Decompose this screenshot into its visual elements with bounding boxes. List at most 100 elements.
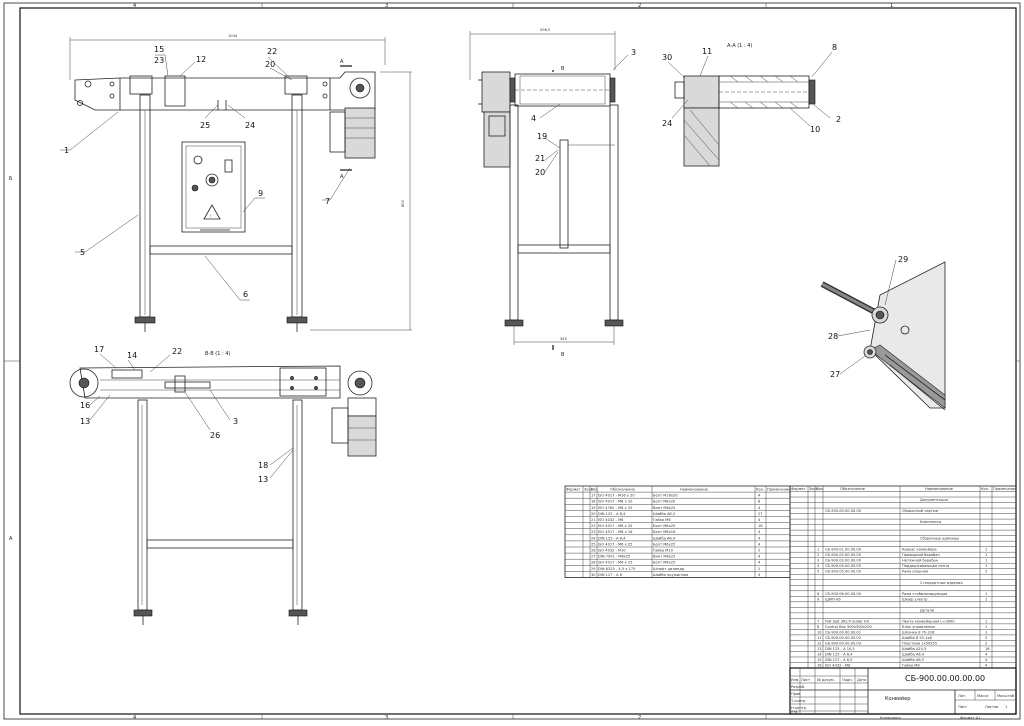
spec-designation: СБ-900.03.00.00.00 bbox=[825, 559, 862, 563]
zone-3-top: 3 bbox=[385, 3, 388, 9]
spec-section-title: Сборочные единицы bbox=[920, 537, 959, 541]
parts-designation: ISO 4017 - М6 х 16 bbox=[598, 530, 633, 534]
spec-designation: Control Box 500х300х200 bbox=[825, 625, 873, 629]
spec-name: Поддерживающая лента bbox=[902, 564, 949, 568]
parts-pos: 29 bbox=[591, 567, 596, 571]
parts-designation: DIN 125 - А 6,4 bbox=[598, 536, 626, 540]
svg-text:!: ! bbox=[210, 214, 211, 218]
spec-header: Поз. bbox=[816, 487, 824, 491]
spec-pos: 1 bbox=[817, 548, 819, 552]
callout-14: 14 bbox=[127, 351, 137, 360]
parts-header: Наименование bbox=[680, 488, 709, 492]
spec-header: Наименование bbox=[925, 487, 954, 491]
parts-designation: ISO 4762 - М6 х 25 bbox=[598, 506, 632, 510]
parts-name: Болт М6х25 bbox=[653, 561, 675, 565]
spec-pos: 16 bbox=[817, 664, 822, 668]
callout-19: 19 bbox=[537, 132, 547, 141]
stamp-lit: Лит. bbox=[958, 694, 966, 698]
parts-pos: 22 bbox=[591, 524, 596, 528]
spec-pos: 5 bbox=[817, 570, 819, 574]
spec-qty: 2 bbox=[985, 636, 987, 640]
section-a-bottom: А bbox=[340, 174, 344, 180]
spec-name: Шкаф электр. bbox=[902, 597, 929, 601]
spec-pos: 12 bbox=[817, 641, 822, 645]
spec-pos: 3 bbox=[817, 559, 819, 563]
parts-designation: DIN 127 - А 6 bbox=[598, 573, 623, 577]
spec-designation: ЩМП-06 bbox=[825, 597, 841, 601]
parts-name: Шайба А6,4 bbox=[653, 536, 676, 540]
spec-name: Рама опорная bbox=[902, 570, 928, 574]
zone-b-left: Б bbox=[9, 176, 13, 182]
spec-qty: 1 bbox=[985, 592, 987, 596]
parts-qty: 4 bbox=[758, 494, 761, 498]
spec-pos: 9 bbox=[817, 597, 820, 601]
format-label: Формат А1 bbox=[960, 716, 980, 720]
spec-name: Гайка М8 bbox=[902, 664, 920, 668]
callout-18: 18 bbox=[258, 461, 268, 470]
spec-name: Блок управления bbox=[902, 625, 935, 629]
callout-22-bb: 22 bbox=[172, 347, 182, 356]
callout-16: 16 bbox=[80, 401, 90, 410]
section-aa: А-А (1 : 4) 30 11 24 8 10 2 bbox=[662, 43, 841, 167]
parts-qty: 16 bbox=[758, 524, 763, 528]
parts-pos: 20 bbox=[591, 512, 596, 516]
spec-designation: СБ-900.00.00.00.00 bbox=[825, 509, 862, 513]
spec-designation: СБ-900.04.00.00.00 bbox=[825, 564, 862, 568]
stamp-col-sign: Подп. bbox=[842, 678, 853, 682]
spec-qty: 2 bbox=[985, 641, 987, 645]
parts-header: Обозначение bbox=[610, 488, 636, 492]
spec-name: Лента конвейерная L=3000 bbox=[902, 619, 955, 623]
callout-28: 28 bbox=[828, 332, 838, 341]
spec-name: Шпонка 8 7h-316 bbox=[902, 630, 935, 634]
parts-designation: DIN 7991 - М6х25 bbox=[598, 555, 630, 559]
stamp-sheets: Листов bbox=[985, 705, 998, 709]
callout-15: 15 bbox=[154, 45, 164, 54]
callout-24: 24 bbox=[245, 121, 255, 130]
spec-header: Формат bbox=[791, 487, 806, 491]
zone-2-bottom: 2 bbox=[638, 715, 641, 721]
spec-pos: 11 bbox=[817, 636, 822, 640]
stamp-col-date: Дата bbox=[857, 678, 866, 682]
parts-header: Примечание bbox=[767, 488, 791, 492]
parts-pos: 25 bbox=[591, 542, 596, 546]
parts-qty: 4 bbox=[758, 518, 761, 522]
spec-name: Шайба 8 20.1х8 bbox=[902, 636, 932, 640]
spec-name: Приводной барабан bbox=[902, 553, 940, 557]
dim-width-top: 1044 bbox=[228, 34, 238, 38]
dim-width-side: 506,5 bbox=[540, 28, 550, 32]
spec-qty: 4 bbox=[985, 652, 988, 656]
callout-12: 12 bbox=[196, 55, 206, 64]
parts-header: Формат bbox=[566, 488, 581, 492]
spec-header: Обозначение bbox=[840, 487, 866, 491]
front-view: 1044 А А bbox=[60, 34, 412, 332]
spec-pos: 7 bbox=[817, 619, 819, 623]
parts-name: Винт М6х25 bbox=[653, 555, 675, 559]
parts-qty: 4 bbox=[758, 561, 761, 565]
callout-13-bb: 13 bbox=[258, 475, 268, 484]
parts-pos: 19 bbox=[591, 506, 596, 510]
callout-3-bb: 3 bbox=[233, 417, 238, 426]
callout-11: 11 bbox=[702, 47, 712, 56]
spec-qty: 4 bbox=[985, 658, 988, 662]
zone-ticks bbox=[4, 3, 1020, 719]
callout-20: 20 bbox=[265, 60, 275, 69]
parts-pos: 17 bbox=[591, 494, 596, 498]
zone-3-bottom: 3 bbox=[385, 715, 388, 721]
zone-4-top: 4 bbox=[133, 3, 136, 9]
parts-pos: 18 bbox=[591, 500, 596, 504]
stamp-sheet: Лист bbox=[958, 705, 967, 709]
parts-header: Зона bbox=[584, 488, 593, 492]
spec-name: Натяжной барабан bbox=[902, 559, 939, 563]
side-view: 506,5 345 В В 3 4 19 bbox=[469, 28, 636, 358]
spec-qty: 1 bbox=[985, 559, 987, 563]
stamp-role-3: Н.контр. bbox=[791, 706, 807, 710]
callout-24-aa: 24 bbox=[662, 119, 672, 128]
callout-17: 17 bbox=[94, 345, 104, 354]
stamp-col-doc: № докум. bbox=[817, 678, 835, 682]
spec-designation: Flat belt 3RL-V Sudar H3 bbox=[825, 619, 869, 623]
spec-designation: СБ-900.05.00.00.00 bbox=[825, 570, 862, 574]
spec-pos: 14 bbox=[817, 652, 822, 656]
stamp-col-izm: Изм. bbox=[791, 678, 799, 682]
spec-designation: ISO 4032 - М8 bbox=[825, 664, 851, 668]
